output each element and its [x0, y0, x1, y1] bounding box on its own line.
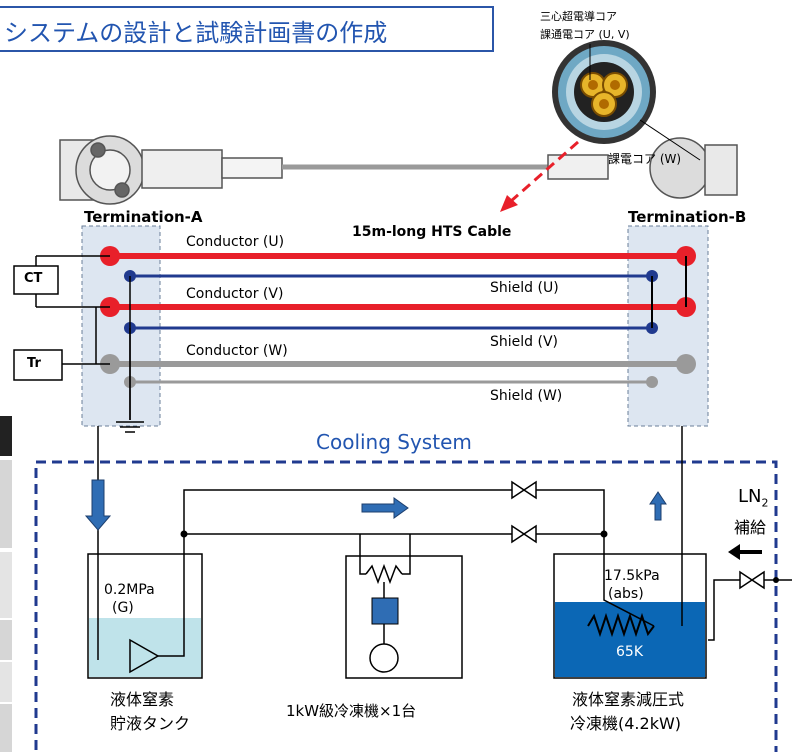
- cable-name: 15m-long HTS Cable: [352, 224, 512, 240]
- termination-a-box: [81, 225, 161, 427]
- cryocooler-1kw: [345, 555, 463, 679]
- caption-left-2: 貯液タンク: [110, 714, 191, 733]
- valves: [511, 480, 765, 590]
- tank-left-pressure-unit: (G): [112, 600, 134, 616]
- conductor-lines: [110, 253, 686, 384]
- termination-a-label: Termination-A: [84, 208, 203, 226]
- tr-box: [13, 349, 63, 381]
- ct-label: CT: [24, 271, 43, 286]
- conductor-w-label: Conductor (W): [186, 343, 288, 359]
- caption-right-2: 冷凍機(4.2kW): [570, 714, 682, 733]
- ct-box: [13, 265, 59, 295]
- ln2-storage-tank: [87, 553, 203, 679]
- shield-v-label: Shield (V): [490, 334, 558, 350]
- flow-arrows: [84, 479, 667, 531]
- shield-u-label: Shield (U): [490, 280, 559, 296]
- tr-label: Tr: [27, 356, 41, 371]
- caption-center: 1kW級冷凍機×1台: [286, 702, 417, 720]
- termination-b-links: [651, 256, 687, 328]
- cooling-system-title: Cooling System: [316, 430, 472, 454]
- shield-w-label: Shield (W): [490, 388, 563, 404]
- core-label-sub: 課通電コア (U, V): [540, 28, 630, 41]
- title-banner: システムの設計と試験計画書の作成: [0, 6, 494, 52]
- tank-left-pressure: 0.2MPa: [104, 582, 155, 598]
- tank-right-pressure-unit: (abs): [608, 586, 644, 602]
- left-margin-tabs: [0, 416, 12, 752]
- ln2-label: LN2: [738, 486, 769, 510]
- zoom-arrow: [500, 140, 579, 212]
- page-title: システムの設計と試験計画書の作成: [4, 19, 388, 47]
- tank-right-pressure: 17.5kPa: [604, 568, 660, 584]
- cooling-system-frame: [34, 460, 778, 752]
- core-label-right: 課電コア (W): [608, 152, 682, 166]
- conductor-v-label: Conductor (V): [186, 286, 284, 302]
- cable-cross-section: [552, 40, 701, 161]
- ln2-supply-arrow: [728, 544, 762, 560]
- cable-photo: [59, 135, 738, 205]
- caption-right-1: 液体窒素減圧式: [572, 690, 685, 709]
- subcooled-ln2-refrigerator: [553, 553, 707, 679]
- core-label-top: 三心超電導コア: [540, 10, 617, 23]
- termination-b-label: Termination-B: [628, 208, 747, 226]
- left-wiring: [35, 255, 144, 433]
- caption-left-1: 液体窒素: [110, 690, 175, 709]
- cooling-pipes: [97, 426, 792, 660]
- ln2-supply-label: 補給: [734, 518, 767, 537]
- conductor-u-label: Conductor (U): [186, 234, 285, 250]
- tank-right-temp: 65K: [616, 644, 643, 660]
